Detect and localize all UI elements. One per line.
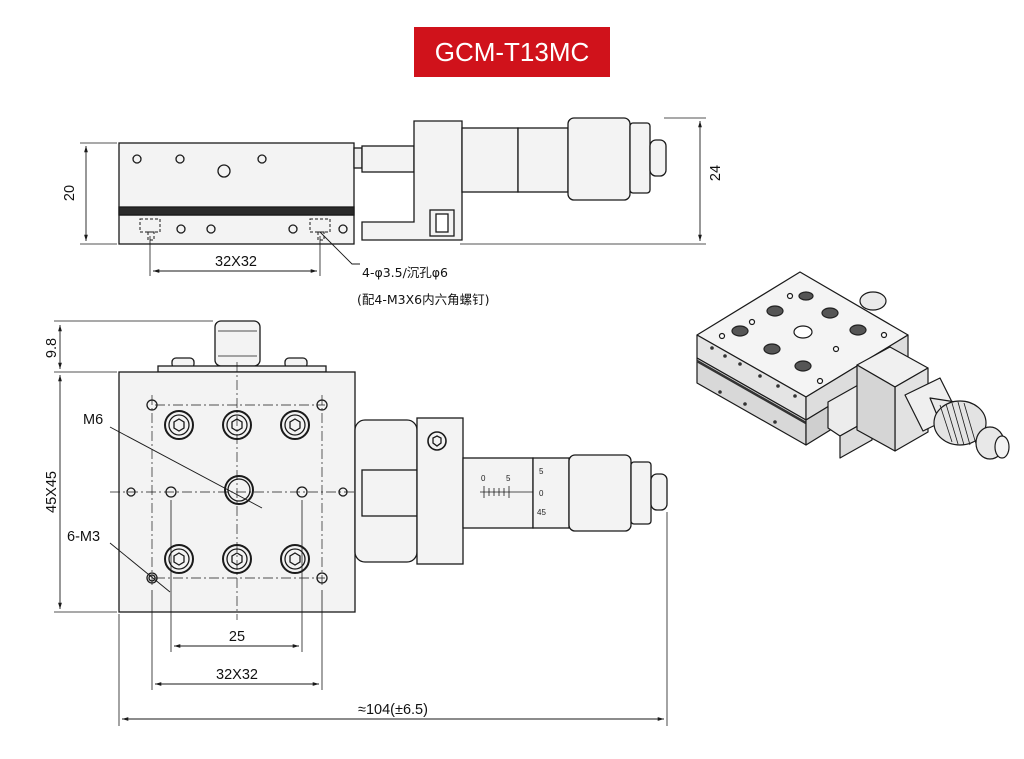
hole-note-line1: 4-φ3.5/沉孔φ6 xyxy=(362,265,448,280)
sleeve-scale-0: 0 xyxy=(481,474,486,483)
corner-hole xyxy=(316,572,328,584)
total-length-dimension: ≈104(±6.5) xyxy=(358,702,428,718)
socket-screw-row-bottom xyxy=(164,544,310,574)
top-micrometer-scale-drum xyxy=(532,457,570,529)
socket-screw-row-top xyxy=(164,410,310,440)
micrometer-offset-dimension: 9.8 xyxy=(44,338,60,358)
side-height-dimension: 20 xyxy=(62,185,78,201)
top-view xyxy=(54,320,668,726)
sleeve-scale-5: 5 xyxy=(506,474,511,483)
thimble-scale-0: 0 xyxy=(539,489,544,498)
hole-note-line2: (配4-M3X6内六角螺钉) xyxy=(357,292,489,307)
outer-spacing-dimension: 32X32 xyxy=(216,667,258,683)
top-knob xyxy=(214,320,261,367)
m6-leader xyxy=(109,426,263,509)
thimble-scale-5: 5 xyxy=(539,467,544,476)
side-hole xyxy=(175,154,185,164)
product-title: GCM-T13MC xyxy=(414,27,610,77)
side-micrometer-knob xyxy=(649,139,667,177)
side-stage-gap xyxy=(118,206,355,216)
center-m6-hole xyxy=(224,475,254,505)
top-micrometer-clamp xyxy=(416,417,464,565)
center-thread-label: M6 xyxy=(83,412,103,428)
side-stage-body xyxy=(118,142,355,245)
side-hole xyxy=(132,154,142,164)
side-view xyxy=(80,117,706,276)
corner-hole xyxy=(146,572,158,584)
thimble-scale-45: 45 xyxy=(537,508,546,517)
top-micrometer-sleeve xyxy=(462,457,534,529)
stage-isometric-icon xyxy=(696,271,1010,460)
m3-leader xyxy=(109,542,171,593)
top-micrometer-knob xyxy=(650,473,668,511)
tapped-holes-label: 6-M3 xyxy=(67,529,100,545)
side-hole xyxy=(217,164,231,178)
inner-spacing-dimension: 25 xyxy=(229,629,245,645)
side-hole xyxy=(338,224,348,234)
side-total-height-dimension: 24 xyxy=(708,165,724,181)
side-small-hole xyxy=(126,487,136,497)
side-small-hole xyxy=(165,486,177,498)
side-micrometer-thimble xyxy=(567,117,631,201)
top-micrometer-thimble xyxy=(568,454,632,532)
side-hole xyxy=(176,224,186,234)
side-hole-spacing-dimension: 32X32 xyxy=(215,254,257,270)
table-size-dimension: 45X45 xyxy=(44,471,60,513)
side-hole xyxy=(206,224,216,234)
side-small-hole xyxy=(296,486,308,498)
corner-hole xyxy=(316,399,328,411)
side-micrometer-sleeve xyxy=(461,127,519,193)
side-small-hole xyxy=(338,487,348,497)
corner-hole xyxy=(146,399,158,411)
side-hole xyxy=(257,154,267,164)
side-hole xyxy=(288,224,298,234)
